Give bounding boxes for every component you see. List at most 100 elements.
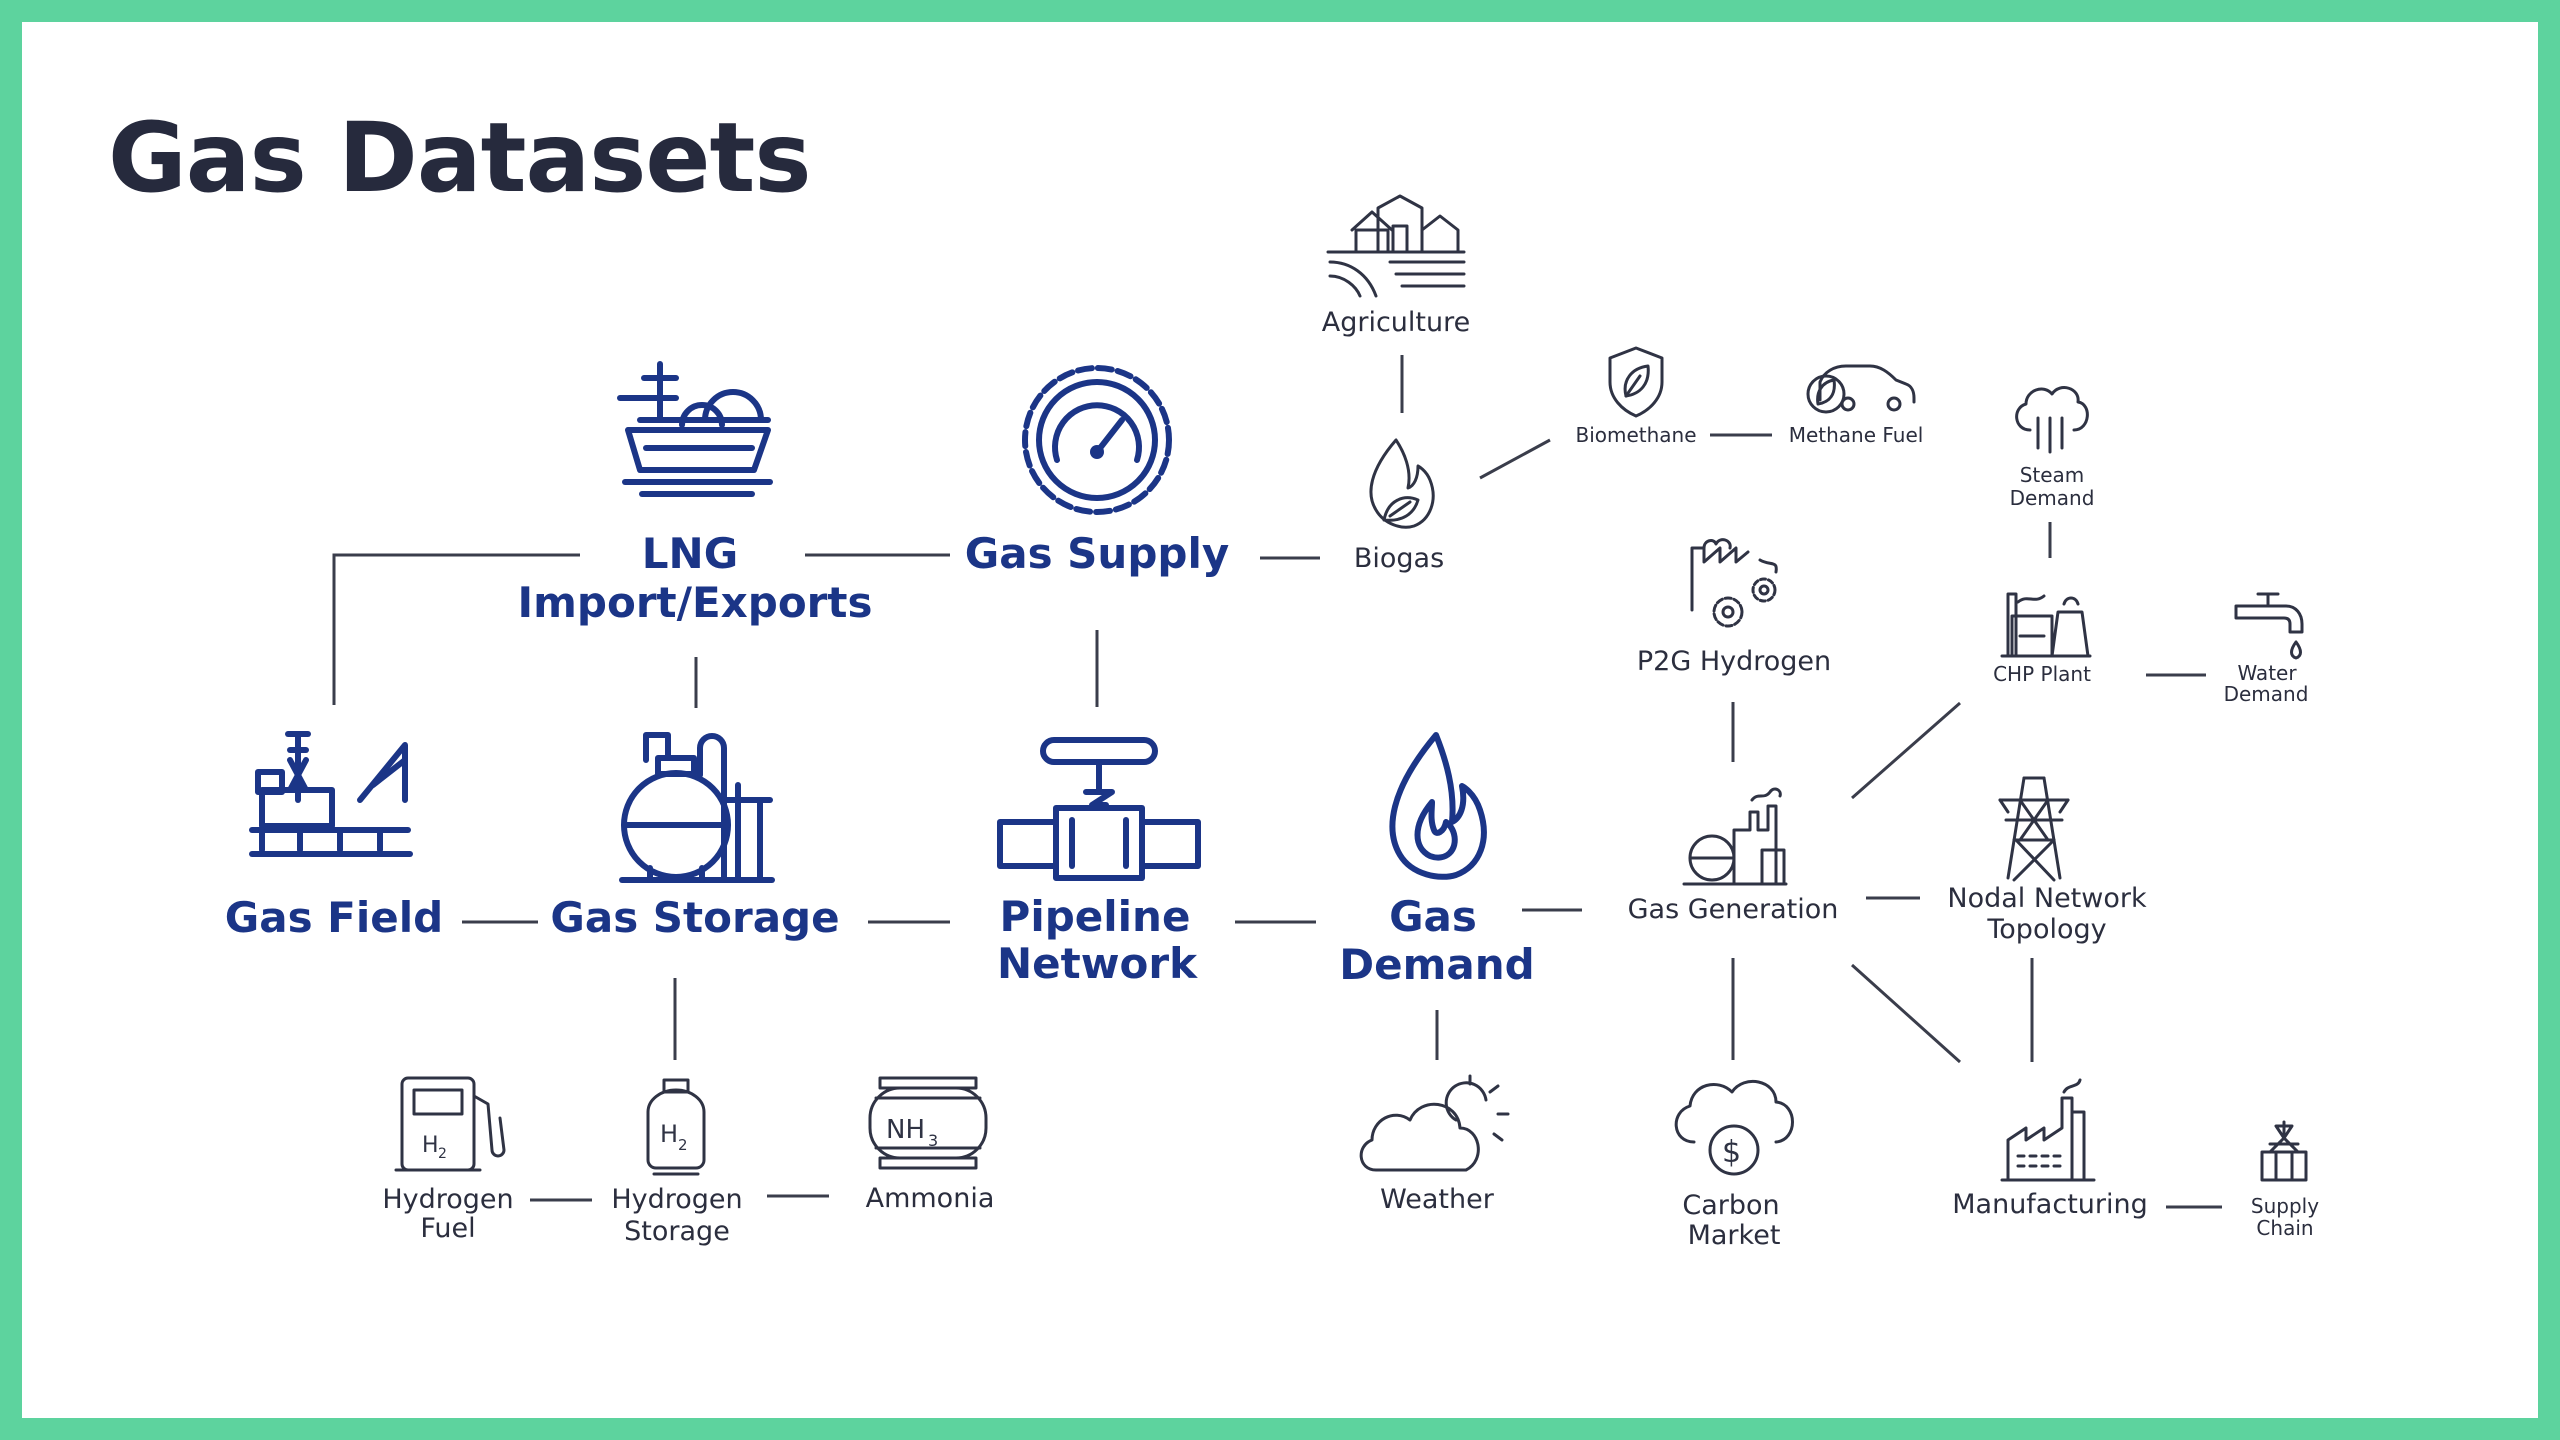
shield-leaf-icon	[1608, 346, 1664, 418]
gas-storage-label: Gas Storage	[550, 893, 839, 942]
node-gas-demand[interactable]: Gas Demand	[1339, 732, 1535, 989]
svg-text:Fuel: Fuel	[420, 1213, 475, 1244]
node-lng[interactable]: LNG Import/Exports	[518, 361, 873, 627]
node-biomethane[interactable]: Biomethane	[1575, 346, 1697, 447]
gas-generation-label: Gas Generation	[1628, 894, 1839, 925]
gas-supply-label: Gas Supply	[965, 529, 1230, 578]
node-chp-plant[interactable]: CHP Plant	[1993, 592, 2092, 686]
node-ammonia[interactable]: NH 3 Ammonia	[866, 1076, 995, 1214]
node-methane-fuel[interactable]: Methane Fuel	[1789, 364, 1924, 447]
nh3-glyph: NH	[886, 1115, 925, 1145]
connectors	[332, 355, 2222, 1209]
node-gas-storage[interactable]: Gas Storage	[550, 732, 840, 942]
pipeline-valve-icon	[997, 737, 1201, 881]
node-agriculture[interactable]: Agriculture	[1322, 194, 1471, 338]
hydrogen-storage-label-line2: Storage	[624, 1216, 730, 1247]
pipeline-label-line2: Network	[997, 939, 1198, 988]
hydrogen-storage-label-line1: Hydrogen	[611, 1184, 742, 1215]
carbon-market-label-line1: Carbon	[1682, 1190, 1779, 1221]
node-carbon-market[interactable]: $ Carbon Market	[1674, 1080, 1794, 1251]
svg-text:Demand: Demand	[2010, 486, 2095, 510]
svg-text:Agriculture: Agriculture	[1322, 307, 1471, 338]
crane-box-icon	[2260, 1120, 2308, 1182]
supply-chain-label-line1: Supply	[2251, 1194, 2319, 1218]
svg-text:Network: Network	[997, 939, 1198, 988]
h2-glyph-fuel: H	[422, 1133, 439, 1158]
weather-label: Weather	[1380, 1184, 1495, 1215]
node-manufacturing[interactable]: Manufacturing	[1952, 1078, 2148, 1220]
chp-plant-label: CHP Plant	[1993, 662, 2091, 686]
lng-label-line2: Import/Exports	[518, 578, 873, 627]
node-gas-field[interactable]: Gas Field	[225, 731, 443, 942]
h2-sub-glyph-fuel: 2	[438, 1146, 447, 1162]
svg-text:Methane Fuel: Methane Fuel	[1789, 423, 1924, 447]
pipeline-label-line1: Pipeline	[1000, 892, 1191, 941]
svg-text:Storage: Storage	[624, 1216, 730, 1247]
hydrogen-pump-icon: H 2	[394, 1076, 506, 1172]
svg-text:CHP Plant: CHP Plant	[1993, 662, 2091, 686]
gauge-icon	[1022, 365, 1172, 515]
svg-text:Import/Exports: Import/Exports	[518, 578, 873, 627]
nodal-network-label-line2: Topology	[1986, 914, 2106, 945]
svg-text:Demand: Demand	[1339, 940, 1534, 989]
node-supply-chain[interactable]: Supply Chain	[2251, 1120, 2319, 1240]
steam-demand-label-line1: Steam	[2020, 463, 2085, 487]
connector-gasgeneration-manufacturing	[1850, 963, 1962, 1064]
power-plant-icon	[2000, 592, 2092, 658]
svg-text:Gas Supply: Gas Supply	[965, 529, 1230, 578]
node-nodal-network[interactable]: Nodal Network Topology	[1947, 776, 2147, 945]
h2-glyph-storage: H	[660, 1120, 678, 1148]
hydrogen-fuel-label-line2: Fuel	[420, 1213, 475, 1244]
steam-cloud-icon	[2015, 386, 2089, 454]
biogas-label: Biogas	[1354, 543, 1444, 574]
page-title: Gas Datasets	[108, 102, 812, 214]
node-pipeline-network[interactable]: Pipeline Network	[997, 737, 1201, 988]
water-demand-label-line2: Demand	[2224, 682, 2309, 706]
gas-demand-label-line1: Gas	[1389, 892, 1477, 941]
node-hydrogen-fuel[interactable]: H 2 Hydrogen Fuel	[382, 1076, 514, 1244]
svg-text:Ammonia: Ammonia	[866, 1183, 995, 1214]
svg-text:Biogas: Biogas	[1354, 543, 1444, 574]
node-gas-generation[interactable]: Gas Generation	[1628, 787, 1839, 925]
node-steam-demand[interactable]: Steam Demand	[2010, 386, 2095, 510]
node-p2g-hydrogen[interactable]: P2G Hydrogen	[1637, 538, 1831, 677]
svg-text:Weather: Weather	[1380, 1184, 1495, 1215]
factory-icon	[2000, 1078, 2096, 1182]
svg-text:Topology: Topology	[1986, 914, 2106, 945]
supply-chain-label-line2: Chain	[2256, 1216, 2313, 1240]
methane-fuel-label: Methane Fuel	[1789, 423, 1924, 447]
node-hydrogen-storage[interactable]: H 2 Hydrogen Storage	[611, 1078, 743, 1247]
svg-text:Nodal Network: Nodal Network	[1947, 883, 2147, 914]
biogas-flame-icon	[1369, 438, 1435, 529]
gas-plant-icon	[1682, 787, 1788, 886]
svg-text:Hydrogen: Hydrogen	[611, 1184, 742, 1215]
biomethane-label: Biomethane	[1575, 423, 1696, 447]
svg-text:Steam: Steam	[2020, 463, 2085, 487]
agriculture-label: Agriculture	[1322, 307, 1471, 338]
gas-demand-label-line2: Demand	[1339, 940, 1534, 989]
flame-icon	[1389, 732, 1487, 880]
svg-text:Gas Storage: Gas Storage	[550, 893, 839, 942]
svg-text:P2G Hydrogen: P2G Hydrogen	[1637, 646, 1831, 677]
manufacturing-label: Manufacturing	[1952, 1189, 2148, 1220]
connector-gasgeneration-chp	[1851, 701, 1961, 800]
node-biogas[interactable]: Biogas	[1354, 438, 1444, 574]
node-gas-supply[interactable]: Gas Supply	[965, 365, 1230, 578]
node-weather[interactable]: Weather	[1359, 1074, 1510, 1215]
svg-text:Gas Field: Gas Field	[225, 893, 443, 942]
svg-text:Gas: Gas	[1389, 892, 1477, 941]
hydrogen-cylinder-icon: H 2	[646, 1078, 706, 1176]
ship-icon	[617, 361, 773, 497]
svg-text:Chain: Chain	[2256, 1216, 2313, 1240]
carbon-cloud-dollar-icon: $	[1674, 1080, 1794, 1176]
ammonia-tank-icon: NH 3	[868, 1076, 988, 1170]
node-water-demand[interactable]: Water Demand	[2224, 592, 2309, 706]
svg-text:Market: Market	[1688, 1220, 1781, 1251]
svg-text:Biomethane: Biomethane	[1575, 423, 1696, 447]
svg-text:Demand: Demand	[2224, 682, 2309, 706]
faucet-icon	[2234, 592, 2304, 660]
dollar-glyph: $	[1722, 1135, 1741, 1170]
svg-text:Hydrogen: Hydrogen	[382, 1184, 513, 1215]
